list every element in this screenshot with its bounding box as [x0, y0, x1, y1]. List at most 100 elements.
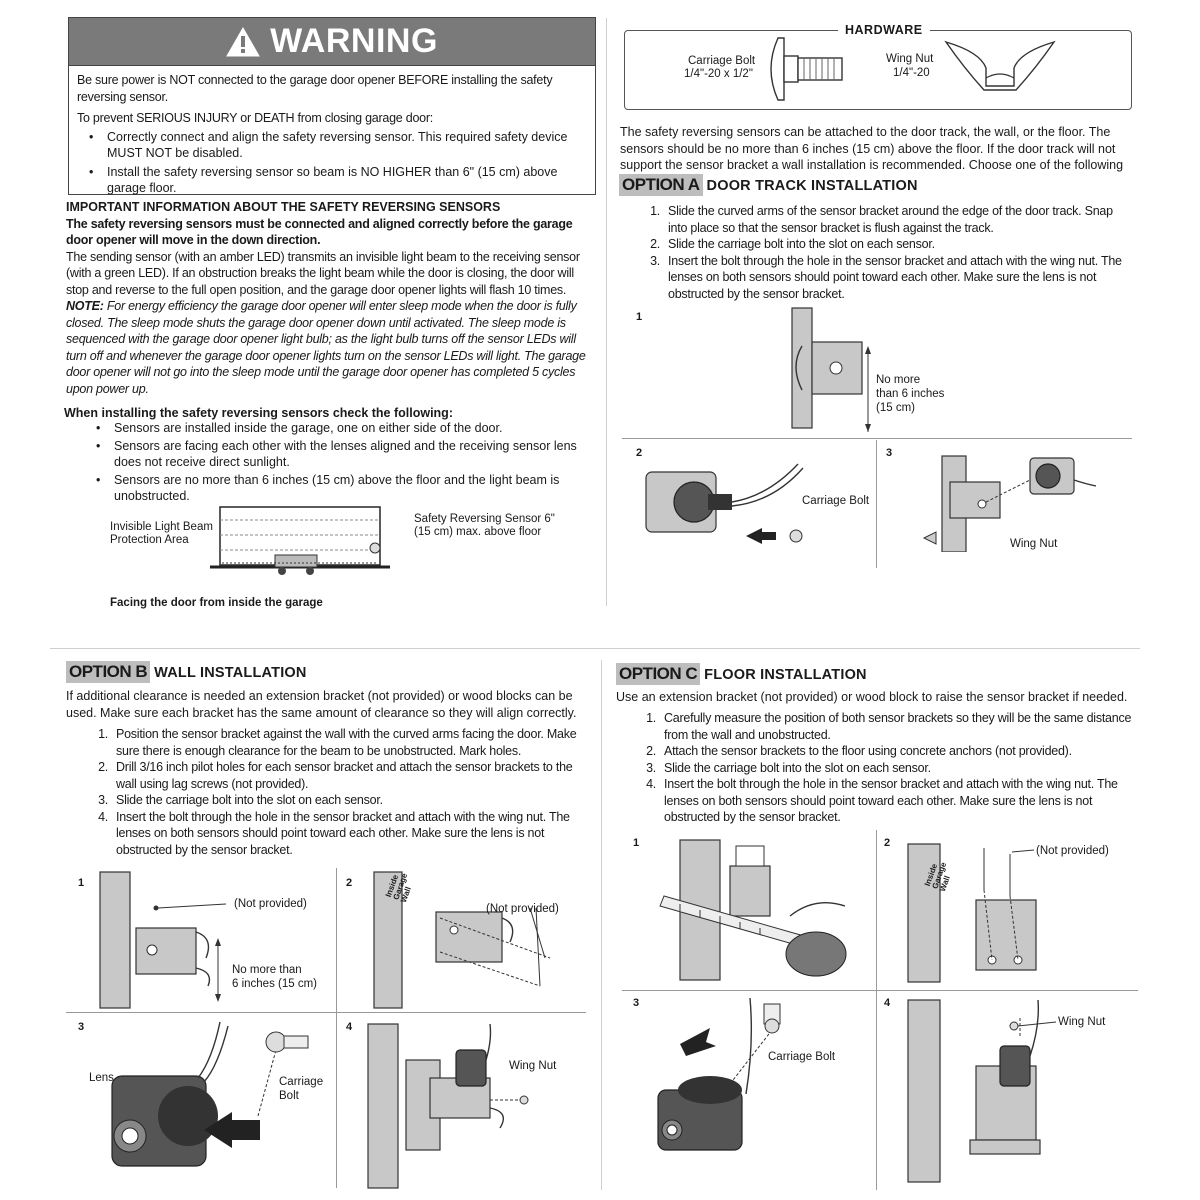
- option-c-fig1-measure: [659, 839, 847, 981]
- option-c-fig2-number: 2: [884, 837, 891, 849]
- option-b-fig1-six: 6 inches (15 cm): [232, 978, 318, 990]
- garage-diagram-caption: Facing the door from inside the garage: [110, 597, 323, 609]
- option-a-step: 2.Slide the carriage bolt into the slot …: [650, 237, 935, 251]
- option-c-fig2-anchors: [907, 843, 1037, 983]
- option-b-step: 4.Insert the bolt through the hole in th…: [98, 809, 570, 857]
- check-list: Sensors are installed inside the garage,…: [84, 420, 600, 506]
- option-a-fig-divider-v: [876, 440, 877, 568]
- warning-bullet: Install the safety reversing sensor so b…: [77, 164, 587, 197]
- option-c-fig3-carriage-bolt: Carriage Bolt: [768, 1051, 836, 1063]
- option-a-tag: OPTION A: [619, 174, 703, 197]
- warning-triangle-icon: [226, 26, 260, 56]
- option-b-fig3-bolt: Bolt: [279, 1090, 299, 1102]
- warning-power-text: Be sure power is NOT connected to the ga…: [77, 73, 553, 104]
- wing-nut-name: Wing Nut: [886, 53, 934, 65]
- option-c-step: 2.Attach the sensor brackets to the floo…: [646, 744, 1072, 758]
- important-info: IMPORTANT INFORMATION ABOUT THE SAFETY R…: [66, 199, 598, 397]
- option-c-fig3-number: 3: [633, 997, 640, 1009]
- check-heading: When installing the safety reversing sen…: [64, 406, 453, 420]
- option-c-intro: Use an extension bracket (not provided) …: [616, 690, 1128, 704]
- option-c-step: 1.Carefully measure the position of both…: [646, 711, 1132, 742]
- option-a-fig2-sensor: [645, 463, 804, 544]
- option-a-steps: 1.Slide the curved arms of the sensor br…: [640, 203, 1130, 302]
- option-c-title: OPTION C FLOOR INSTALLATION: [616, 663, 867, 686]
- option-b-intro: If additional clearance is needed an ext…: [66, 689, 577, 720]
- check-item: Sensors are no more than 6 inches (15 cm…: [84, 472, 600, 505]
- option-a-fig3-assembly: [922, 455, 1097, 552]
- option-c-fig3-sensor: [657, 997, 781, 1151]
- warning-header: WARNING: [69, 18, 595, 66]
- important-info-lead: The safety reversing sensors must be con…: [66, 216, 573, 248]
- garage-door-diagram: [210, 506, 390, 575]
- carriage-bolt-size: 1/4"-20 x 1/2": [684, 68, 753, 80]
- important-info-heading: IMPORTANT INFORMATION ABOUT THE SAFETY R…: [66, 200, 501, 214]
- horizontal-divider: [50, 648, 1140, 649]
- option-a-cm: (15 cm): [876, 402, 915, 414]
- vertical-divider-bottom: [601, 660, 602, 1190]
- option-a-step: 1.Slide the curved arms of the sensor br…: [650, 204, 1113, 235]
- note-label: NOTE:: [66, 299, 104, 313]
- option-b-fig3-sensor: [111, 1021, 309, 1167]
- option-c-fig4-wing-nut: Wing Nut: [1058, 1016, 1106, 1028]
- option-b-fig2-number: 2: [346, 877, 353, 889]
- option-b-fig1-number: 1: [78, 877, 85, 889]
- wing-nut-icon: [944, 40, 1056, 91]
- option-c-heading: FLOOR INSTALLATION: [704, 667, 867, 683]
- option-b-title: OPTION B WALL INSTALLATION: [66, 661, 307, 684]
- option-a-fig1-bracket: [791, 307, 871, 432]
- option-a-step: 3.Insert the bolt through the hole in th…: [650, 253, 1122, 301]
- option-a-than: than 6 inches: [876, 388, 945, 400]
- option-b-fig3-lens: Lens: [89, 1072, 114, 1084]
- warning-box: WARNING Be sure power is NOT connected t…: [68, 17, 596, 195]
- option-b-fig1-not-provided: (Not provided): [234, 898, 307, 910]
- option-a-heading: DOOR TRACK INSTALLATION: [706, 178, 918, 194]
- warning-title: WARNING: [270, 22, 438, 61]
- carriage-bolt-icon: [770, 37, 843, 101]
- note-text: For energy efficiency the garage door op…: [66, 299, 586, 396]
- option-a-fig2-number: 2: [636, 447, 643, 459]
- option-b-fig4-number: 4: [346, 1021, 353, 1033]
- option-c-fig-grid-h: [622, 990, 1138, 991]
- option-c-fig1-number: 1: [633, 837, 640, 849]
- option-c-step: 4.Insert the bolt through the hole in th…: [646, 777, 1118, 824]
- option-b-fig-grid-h: [66, 1012, 586, 1013]
- option-b-fig4-assembly: [367, 1023, 529, 1189]
- option-b-fig4-wing-nut: Wing Nut: [509, 1060, 557, 1072]
- option-a-fig-divider: [622, 438, 1132, 439]
- warning-injury-text: To prevent SERIOUS INJURY or DEATH from …: [77, 111, 433, 125]
- option-a-carriage-bolt: Carriage Bolt: [802, 495, 870, 507]
- option-b-tag: OPTION B: [66, 661, 151, 684]
- option-b-fig2-not-provided: (Not provided): [486, 903, 559, 915]
- option-b-step: 1.Position the sensor bracket against th…: [98, 727, 577, 758]
- important-info-body: The sending sensor (with an amber LED) t…: [66, 249, 580, 297]
- option-b-step: 3.Slide the carriage bolt into the slot …: [98, 793, 383, 807]
- option-a-fig1-number: 1: [636, 311, 643, 323]
- option-c-fig4-number: 4: [884, 997, 891, 1009]
- sleep-mode-note: NOTE: For energy efficiency the garage d…: [66, 298, 598, 397]
- sensor-height-label: Safety Reversing Sensor 6" (15 cm) max. …: [414, 513, 555, 538]
- option-b-fig1-no-more: No more than: [232, 964, 302, 976]
- option-c-fig2-not-provided: (Not provided): [1036, 845, 1109, 857]
- option-c-fig4-assembly: [907, 999, 1057, 1183]
- check-item: Sensors are installed inside the garage,…: [84, 420, 600, 437]
- option-b-fig-grid-v: [336, 868, 337, 1188]
- wing-nut-size: 1/4"-20: [893, 67, 930, 79]
- option-a-fig3-number: 3: [886, 447, 893, 459]
- option-b-fig1-wall-bracket: [99, 871, 227, 1009]
- option-b-heading: WALL INSTALLATION: [154, 665, 307, 681]
- option-a-no-more: No more: [876, 374, 921, 386]
- option-c-step: 3.Slide the carriage bolt into the slot …: [646, 760, 931, 775]
- check-item: Sensors are facing each other with the l…: [84, 438, 600, 471]
- option-c-steps: 1.Carefully measure the position of both…: [636, 710, 1132, 826]
- warning-bullet: Correctly connect and align the safety r…: [77, 129, 587, 162]
- hardware-title: HARDWARE: [838, 22, 930, 39]
- option-c-tag: OPTION C: [616, 663, 701, 686]
- option-b-step: 2.Drill 3/16 inch pilot holes for each s…: [98, 760, 573, 791]
- option-a-title: OPTION A DOOR TRACK INSTALLATION: [619, 174, 918, 197]
- option-b-fig3-number: 3: [78, 1021, 85, 1033]
- option-b-fig3-carriage: Carriage: [279, 1076, 324, 1088]
- option-b-fig2-wall-bracket: [373, 871, 551, 1009]
- option-b-steps: 1.Position the sensor bracket against th…: [88, 726, 588, 858]
- vertical-divider-top: [606, 18, 607, 606]
- carriage-bolt-name: Carriage Bolt: [688, 55, 756, 67]
